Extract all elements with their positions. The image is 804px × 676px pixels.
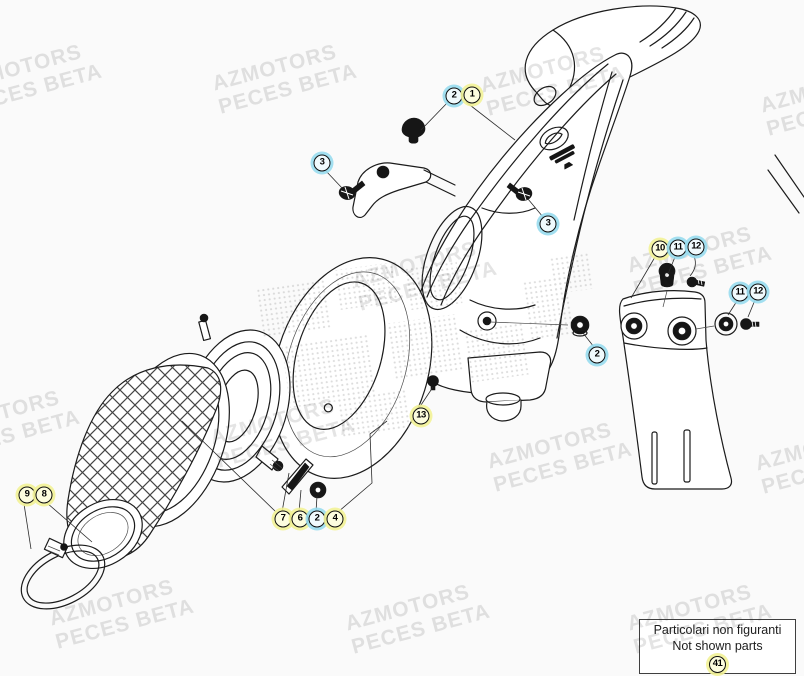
callout-11-upper[interactable]: 11 [669, 239, 687, 257]
callout-1[interactable]: 1 [463, 86, 481, 104]
callout-12-right[interactable]: 12 [749, 283, 767, 301]
not-shown-parts-box: Particolari non figuranti Not shown part… [639, 619, 796, 674]
adjacent-part-edge [767, 154, 804, 214]
not-shown-parts-line-en: Not shown parts [672, 638, 763, 653]
callout-6[interactable]: 6 [291, 510, 309, 528]
callout-4[interactable]: 4 [326, 510, 344, 528]
callout-2-bottom[interactable]: 2 [308, 510, 326, 528]
callout-13[interactable]: 13 [412, 407, 430, 425]
callout-3-right[interactable]: 3 [539, 215, 557, 233]
callout-9[interactable]: 9 [18, 486, 36, 504]
callout-8[interactable]: 8 [35, 486, 53, 504]
callout-3-left[interactable]: 3 [313, 154, 331, 172]
callout-2-top[interactable]: 2 [445, 87, 463, 105]
callout-7[interactable]: 7 [274, 510, 292, 528]
beta-logo-sticker [539, 126, 575, 170]
callout-12-upper[interactable]: 12 [687, 238, 705, 256]
screw-right [506, 182, 533, 201]
callout-10[interactable]: 10 [651, 240, 669, 258]
grommet-airbox [570, 315, 590, 337]
callout-11-right[interactable]: 11 [731, 284, 749, 302]
cover-latch-parts [281, 458, 327, 499]
halftone-watermark [256, 252, 595, 439]
callout-2-right[interactable]: 2 [588, 346, 606, 364]
rubber-bumper [401, 117, 426, 144]
grommet-screw-upper [658, 262, 706, 288]
grommet-screw-floating [714, 312, 760, 336]
mudflap-panel [618, 290, 733, 490]
drain-plug [427, 375, 439, 391]
hose-clamp [20, 537, 106, 610]
screw-left [338, 180, 366, 200]
leader-lines [23, 100, 756, 550]
not-shown-parts-line-it: Particolari non figuranti [653, 623, 782, 637]
callout-41[interactable]: 41 [709, 656, 726, 673]
